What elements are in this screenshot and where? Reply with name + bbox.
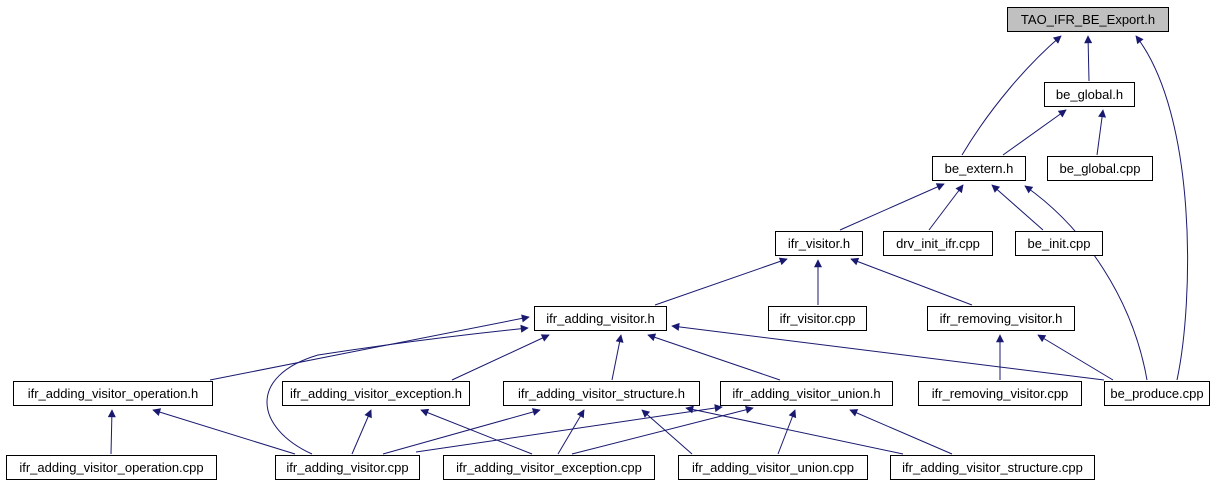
edge-be_init_cpp-to-be_extern_h: [991, 184, 1044, 231]
edge-be_produce_cpp-to-ifr_removing_visitor_h: [1037, 334, 1114, 381]
edge-ifr_removing_visitor_h-to-ifr_visitor_h: [850, 257, 973, 306]
graph-node-ifr_visitor_cpp[interactable]: ifr_visitor.cpp: [768, 306, 867, 331]
graph-node-ifr_adding_visitor_cpp[interactable]: ifr_adding_visitor.cpp: [275, 455, 420, 480]
edge-ifr_adding_visitor_exception_h-to-ifr_adding_visitor_h: [451, 334, 550, 381]
edge-ifr_adding_visitor_operation_h-to-ifr_adding_visitor_h: [209, 314, 530, 381]
edge-ifr_adding_visitor_operation_cpp-to-ifr_adding_visitor_operation_h: [107, 409, 116, 455]
edge-ifr_adding_visitor_exception_cpp-to-ifr_adding_visitor_exception_h: [420, 408, 533, 455]
graph-node-be_global_h[interactable]: be_global.h: [1044, 82, 1135, 107]
edge-ifr_adding_visitor_structure_cpp-to-ifr_adding_visitor_structure_h: [685, 405, 904, 455]
graph-node-ifr_adding_visitor_operation_cpp[interactable]: ifr_adding_visitor_operation.cpp: [6, 455, 217, 480]
edge-be_produce_cpp-to-ifr_adding_visitor_h: [671, 322, 1105, 381]
edge-drv_init_ifr_cpp-to-be_extern_h: [928, 184, 964, 231]
edge-be_global_h-to-tao_ifr_be_export_h: [1084, 35, 1093, 82]
graph-node-be_global_cpp[interactable]: be_global.cpp: [1047, 156, 1153, 181]
edge-be_produce_cpp-to-be_extern_h: [1024, 185, 1148, 381]
edge-ifr_adding_visitor_cpp-to-ifr_adding_visitor_union_h: [415, 404, 723, 453]
graph-node-ifr_adding_visitor_operation_h[interactable]: ifr_adding_visitor_operation.h: [13, 381, 213, 406]
edge-be_extern_h-to-tao_ifr_be_export_h: [961, 35, 1062, 156]
edge-ifr_adding_visitor_h-to-ifr_visitor_h: [654, 257, 788, 306]
graph-node-be_produce_cpp[interactable]: be_produce.cpp: [1104, 381, 1210, 406]
edge-ifr_adding_visitor_union_h-to-ifr_adding_visitor_h: [647, 333, 781, 381]
edge-ifr_adding_visitor_cpp-to-ifr_adding_visitor_structure_h: [382, 408, 541, 455]
graph-node-ifr_adding_visitor_union_h[interactable]: ifr_adding_visitor_union.h: [720, 381, 893, 406]
edge-be_extern_h-to-be_global_h: [1002, 109, 1067, 156]
graph-node-ifr_adding_visitor_exception_h[interactable]: ifr_adding_visitor_exception.h: [282, 381, 470, 406]
edge-be_global_cpp-to-be_global_h: [1096, 109, 1107, 156]
graph-node-ifr_adding_visitor_h[interactable]: ifr_adding_visitor.h: [534, 306, 667, 331]
edge-ifr_adding_visitor_cpp-to-ifr_adding_visitor_operation_h: [152, 408, 296, 455]
edge-ifr_adding_visitor_union_cpp-to-ifr_adding_visitor_union_h: [777, 409, 797, 455]
edge-be_produce_cpp-to-tao_ifr_be_export_h: [1135, 35, 1189, 381]
edge-ifr_adding_visitor_union_cpp-to-ifr_adding_visitor_structure_h: [641, 409, 693, 455]
graph-node-be_init_cpp[interactable]: be_init.cpp: [1015, 231, 1103, 256]
edge-ifr_adding_visitor_exception_cpp-to-ifr_adding_visitor_structure_h: [557, 409, 585, 455]
graph-node-ifr_visitor_h[interactable]: ifr_visitor.h: [775, 231, 863, 256]
edge-ifr_visitor_h-to-be_extern_h: [839, 183, 945, 231]
graph-node-ifr_removing_visitor_h[interactable]: ifr_removing_visitor.h: [927, 306, 1075, 331]
graph-node-ifr_adding_visitor_exception_cpp[interactable]: ifr_adding_visitor_exception.cpp: [443, 455, 655, 480]
graph-node-be_extern_h[interactable]: be_extern.h: [932, 156, 1026, 181]
graph-node-tao_ifr_be_export_h[interactable]: TAO_IFR_BE_Export.h: [1007, 7, 1169, 32]
edge-ifr_adding_visitor_structure_h-to-ifr_adding_visitor_h: [611, 334, 624, 381]
edge-ifr_adding_visitor_exception_cpp-to-ifr_adding_visitor_union_h: [571, 405, 754, 455]
graph-node-ifr_adding_visitor_structure_cpp[interactable]: ifr_adding_visitor_structure.cpp: [890, 455, 1095, 480]
edge-ifr_adding_visitor_cpp-to-ifr_adding_visitor_exception_h: [351, 409, 372, 455]
graph-node-ifr_adding_visitor_union_cpp[interactable]: ifr_adding_visitor_union.cpp: [678, 455, 868, 480]
graph-node-drv_init_ifr_cpp[interactable]: drv_init_ifr.cpp: [883, 231, 993, 256]
edge-ifr_adding_visitor_structure_cpp-to-ifr_adding_visitor_union_h: [849, 409, 953, 455]
edge-ifr_adding_visitor_cpp-to-ifr_adding_visitor_h: [266, 324, 529, 455]
graph-node-ifr_removing_visitor_cpp[interactable]: ifr_removing_visitor.cpp: [918, 381, 1082, 406]
graph-node-ifr_adding_visitor_structure_h[interactable]: ifr_adding_visitor_structure.h: [503, 381, 700, 406]
